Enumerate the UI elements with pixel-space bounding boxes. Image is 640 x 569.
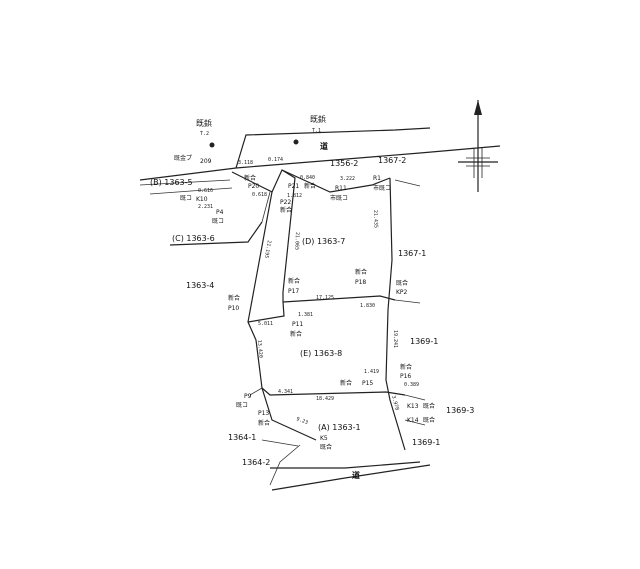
point-p13: P13 bbox=[258, 410, 269, 417]
point-r11: R11 bbox=[335, 185, 347, 192]
point-kp2: KP2 bbox=[396, 289, 408, 296]
benchmark-t1-kind: 既鋲 bbox=[310, 114, 326, 124]
point-p17: P17 bbox=[288, 288, 299, 295]
distance-label: 0.618 bbox=[252, 192, 267, 198]
lot-label-1356-2: 1356-2 bbox=[330, 159, 358, 168]
point-p18: P18 bbox=[355, 279, 366, 286]
lot-label-1369-1-a: 1369-1 bbox=[410, 337, 438, 346]
north-arrow-icon bbox=[458, 100, 498, 192]
point-209-type: 既金プ bbox=[174, 154, 192, 162]
point-p22-type: 新合 bbox=[280, 206, 292, 214]
distance-label: 5.011 bbox=[258, 321, 273, 327]
point-p16-type: 新合 bbox=[400, 363, 412, 371]
distance-label: 3.978 bbox=[390, 395, 400, 411]
distance-label: 17.125 bbox=[316, 295, 334, 301]
point-p17-type: 新合 bbox=[288, 277, 300, 285]
lot-label-b: (B) 1363-5 bbox=[150, 178, 193, 187]
point-p13-type: 新合 bbox=[258, 419, 270, 427]
distance-label: 21.195 bbox=[263, 240, 272, 259]
point-p11: P11 bbox=[292, 321, 303, 328]
distance-label: 1.812 bbox=[287, 193, 302, 199]
distance-label: 13.420 bbox=[256, 340, 264, 359]
distance-label: 0.389 bbox=[404, 382, 419, 388]
distance-label: 0.174 bbox=[268, 157, 283, 163]
distance-label: 2.231 bbox=[198, 204, 213, 210]
point-p22: P22 bbox=[280, 199, 291, 206]
lot-label-c: (C) 1363-6 bbox=[172, 234, 215, 243]
distance-label: 18.429 bbox=[316, 396, 334, 402]
point-p15: P15 bbox=[362, 380, 373, 387]
point-r1-type: 市既コ bbox=[373, 184, 391, 192]
point-k5-type: 既合 bbox=[320, 443, 332, 451]
point-p9-type: 既コ bbox=[236, 402, 248, 409]
benchmark-t1: 既鋲 T.1 bbox=[293, 114, 326, 145]
lot-label-1363-4: 1363-4 bbox=[186, 281, 214, 290]
distance-label: 9.23 bbox=[295, 416, 308, 426]
point-p11-type: 新合 bbox=[290, 330, 302, 338]
lot-label-e: (E) 1363-8 bbox=[300, 349, 342, 358]
road-top bbox=[139, 127, 501, 195]
point-p9: P9 bbox=[244, 393, 252, 400]
point-r1: R1 bbox=[373, 175, 381, 182]
road-bottom bbox=[270, 461, 431, 491]
benchmark-t1-id: T.1 bbox=[312, 128, 321, 134]
benchmark-dot-icon bbox=[293, 139, 299, 145]
lot-label-1367-2: 1367-2 bbox=[378, 156, 406, 165]
point-p4-type: 既コ bbox=[212, 218, 224, 225]
point-p4: P4 bbox=[216, 209, 224, 216]
point-p18-type: 新合 bbox=[355, 268, 367, 276]
distance-label: 21.435 bbox=[372, 210, 379, 228]
distance-label: 3.222 bbox=[340, 176, 355, 182]
point-k10-type: 既コ bbox=[180, 195, 192, 202]
distance-label: 19.241 bbox=[392, 330, 398, 348]
road-label-top: 道 bbox=[320, 141, 328, 151]
lot-label-a: (A) 1363-1 bbox=[318, 423, 361, 432]
point-p21: P21 bbox=[288, 183, 299, 190]
point-kp2-type: 既合 bbox=[396, 279, 408, 287]
distance-label: 1.419 bbox=[364, 369, 379, 375]
distance-label: 4.341 bbox=[278, 389, 293, 395]
distance-label: 0.616 bbox=[198, 188, 213, 194]
point-p10-type: 新合 bbox=[228, 294, 240, 302]
distance-label: 1.830 bbox=[360, 303, 375, 309]
point-k5: K5 bbox=[320, 435, 328, 442]
distance-label: 1.381 bbox=[298, 312, 313, 318]
benchmark-dot-icon bbox=[209, 142, 215, 148]
lot-label-d: (D) 1363-7 bbox=[302, 237, 345, 246]
lot-label-1364-2: 1364-2 bbox=[242, 458, 270, 467]
point-p10: P10 bbox=[228, 305, 239, 312]
lot-label-1369-3: 1369-3 bbox=[446, 406, 474, 415]
point-p20: P20 bbox=[248, 183, 259, 190]
point-p15-type: 新合 bbox=[340, 379, 352, 387]
benchmark-t2: 既鋲 T.2 bbox=[196, 118, 215, 148]
benchmark-t2-kind: 既鋲 bbox=[196, 118, 212, 128]
point-k14: K14 bbox=[407, 417, 419, 424]
lot-label-1369-1-b: 1369-1 bbox=[412, 438, 440, 447]
point-k10: K10 bbox=[196, 196, 208, 203]
point-209: 209 bbox=[200, 158, 212, 165]
distance-label: 21.065 bbox=[293, 232, 300, 250]
lot-label-1364-1: 1364-1 bbox=[228, 433, 256, 442]
benchmark-t2-id: T.2 bbox=[200, 131, 209, 137]
point-r11-type: 市既コ bbox=[330, 194, 348, 202]
distance-label: 3.118 bbox=[238, 160, 253, 166]
road-label-bottom: 道 bbox=[352, 470, 360, 480]
point-p21-type: 新合 bbox=[304, 182, 316, 190]
point-k13: K13 bbox=[407, 403, 419, 410]
lot-label-1367-1: 1367-1 bbox=[398, 249, 426, 258]
point-p16: P16 bbox=[400, 373, 411, 380]
point-k14-type: 既合 bbox=[423, 416, 435, 424]
point-k13-type: 既合 bbox=[423, 402, 435, 410]
point-p20-type: 新合 bbox=[244, 174, 256, 182]
distance-label: 0.840 bbox=[300, 175, 315, 181]
parcel-boundaries bbox=[169, 169, 426, 486]
